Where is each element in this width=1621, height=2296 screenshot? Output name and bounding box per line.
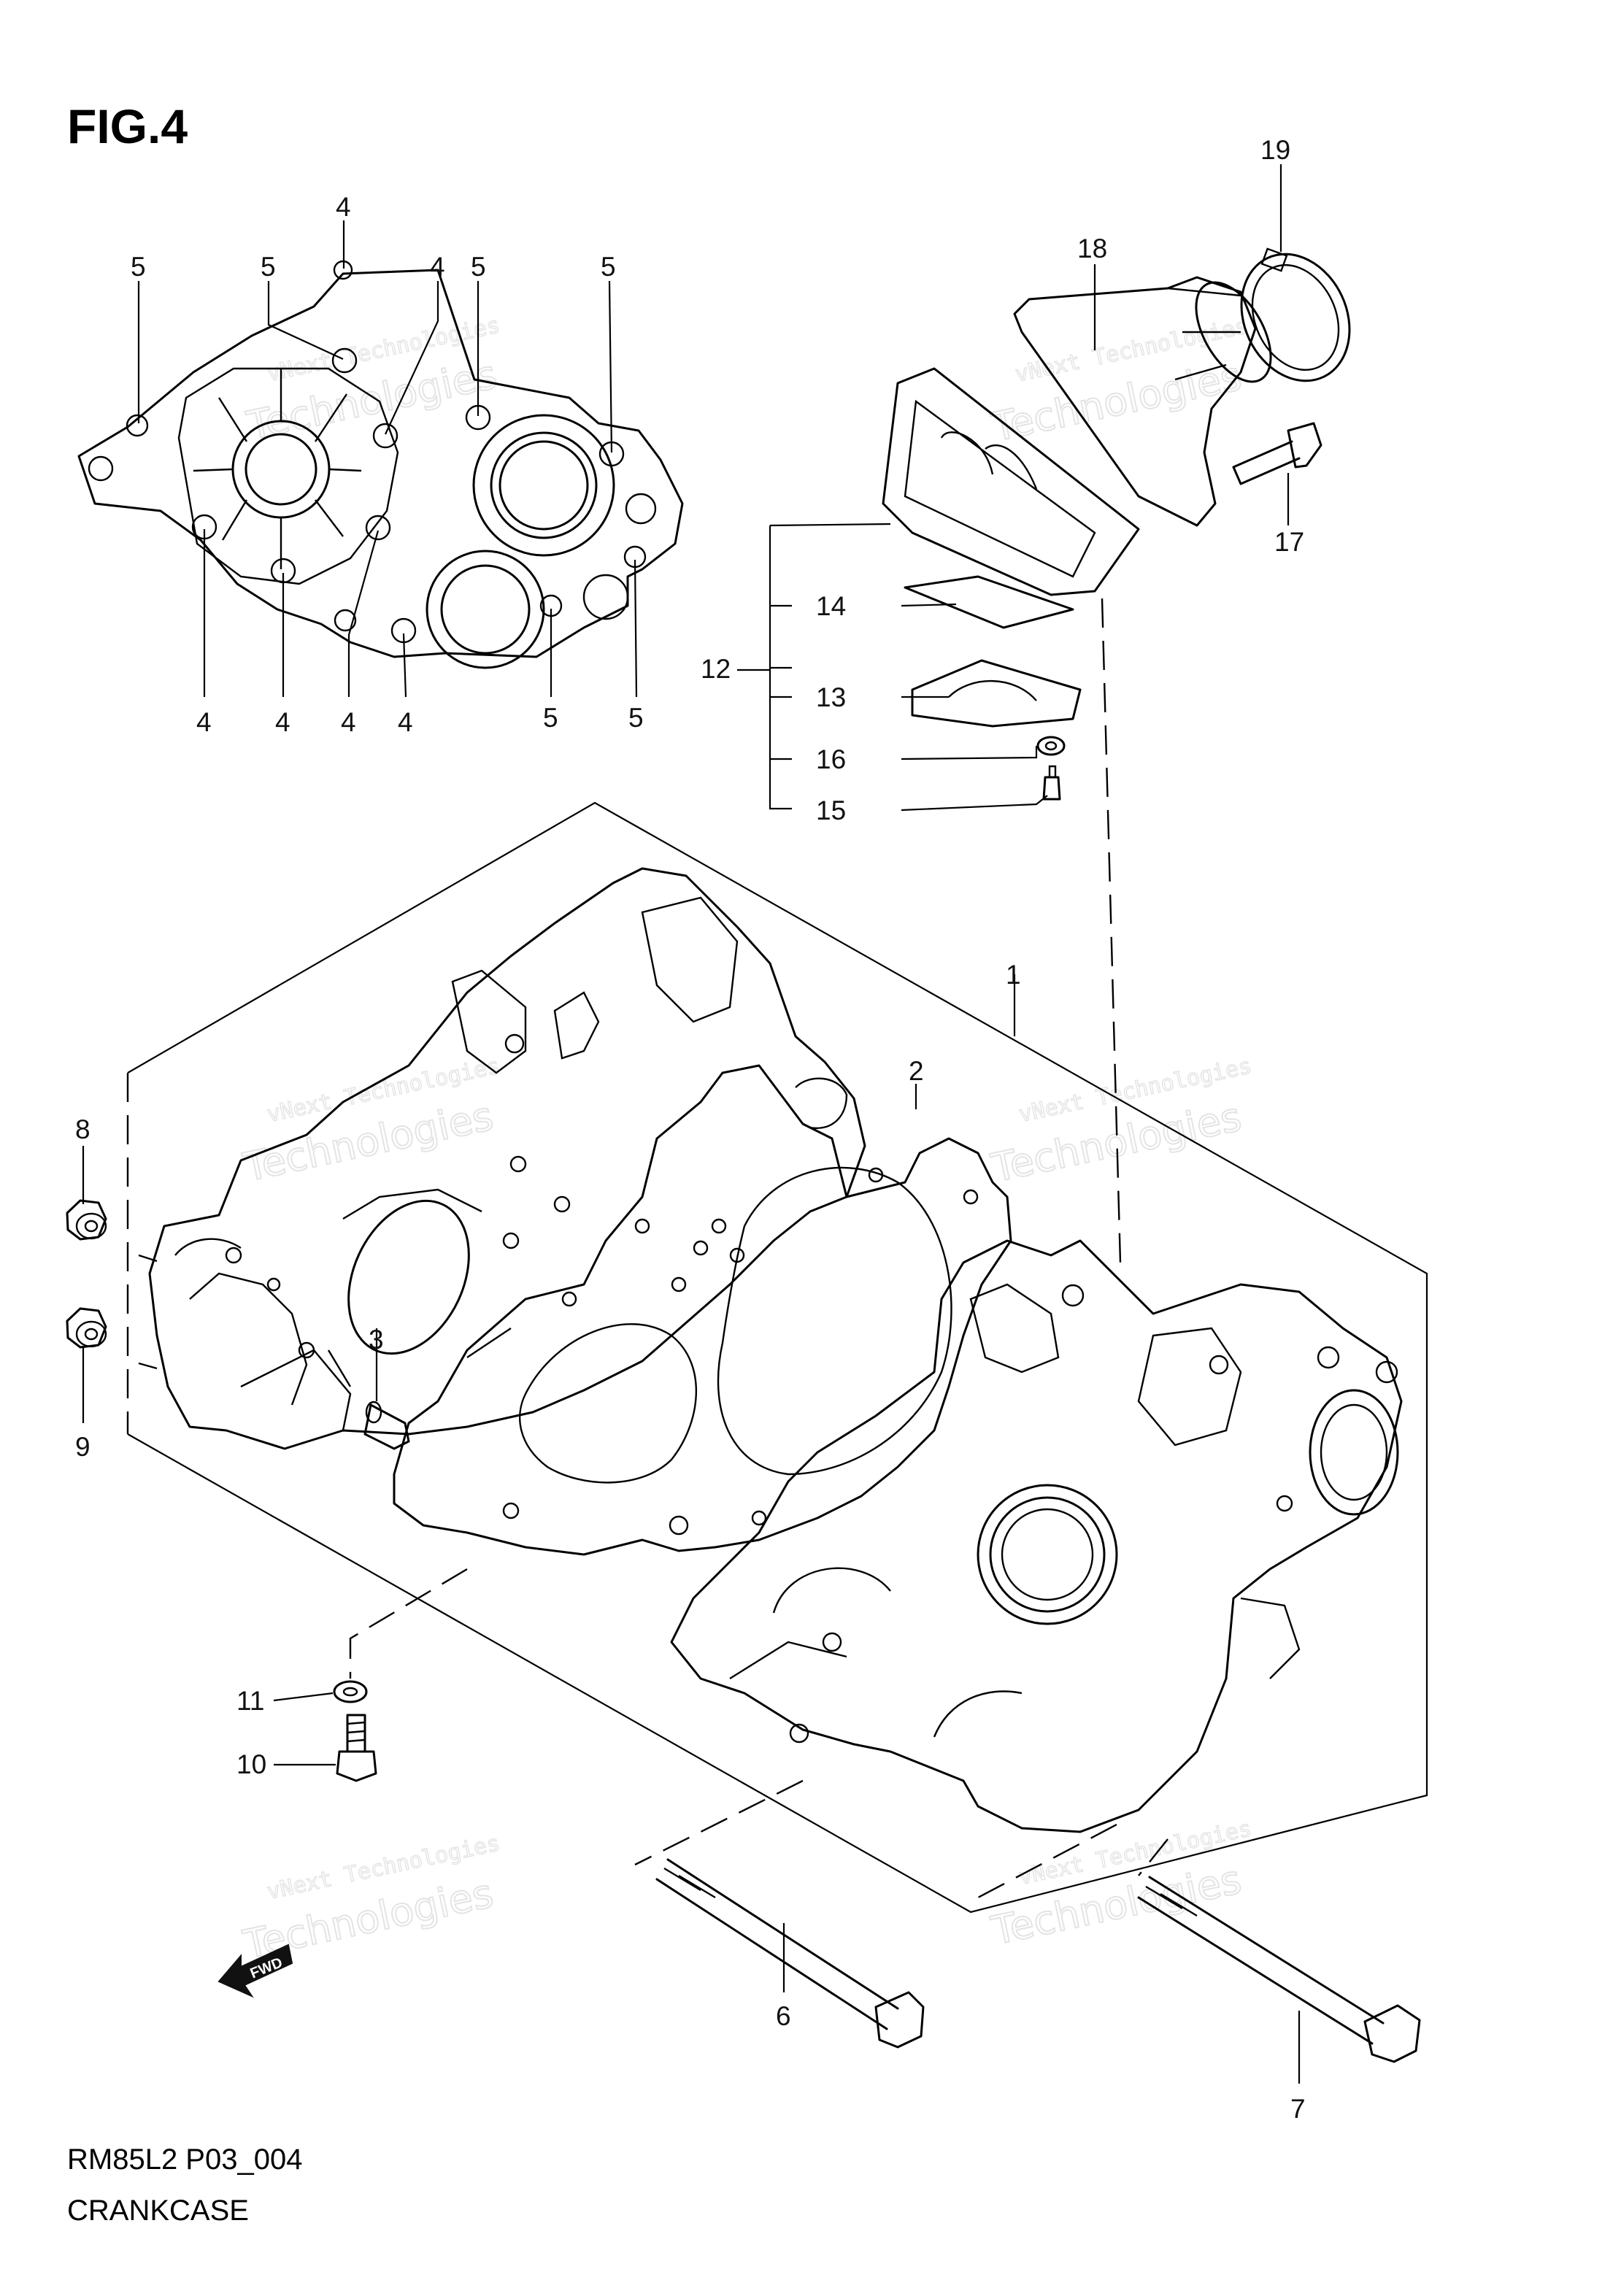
reed-valve-illustration xyxy=(882,247,1351,801)
leader-lines-lower xyxy=(82,1084,1301,2084)
callout-11: 11 xyxy=(236,1686,264,1716)
bolt-6 xyxy=(655,1858,925,2049)
callout-16: 16 xyxy=(816,744,846,774)
callout-15: 15 xyxy=(816,795,846,825)
callout-14: 14 xyxy=(816,591,846,621)
watermark: vNext Technologies Technologies vNext Te… xyxy=(239,312,1255,1969)
figure-title: FIG.4 xyxy=(67,99,188,153)
crankcase-right-half xyxy=(670,1239,1403,1833)
callout-4: 4 xyxy=(336,192,351,222)
crankcase-left-half xyxy=(148,867,866,1450)
callout-18: 18 xyxy=(1077,234,1107,263)
bolt-10 xyxy=(336,1714,377,1782)
leader-lines-top-left xyxy=(137,220,638,698)
callout-12: 12 xyxy=(701,654,731,684)
washer-11 xyxy=(333,1680,368,1703)
callout-19: 19 xyxy=(1260,135,1290,165)
callout-13: 13 xyxy=(816,682,846,712)
callout-4: 4 xyxy=(341,707,356,737)
callout-7: 7 xyxy=(1290,2094,1306,2124)
flange-nut-9 xyxy=(66,1307,107,1349)
diagram-code: RM85L2 P03_004 xyxy=(67,2143,302,2176)
diagram-name: CRANKCASE xyxy=(67,2195,249,2227)
callout-17: 17 xyxy=(1274,527,1304,557)
crankcase-gasket xyxy=(393,1064,1012,1556)
callout-6: 6 xyxy=(776,2001,791,2031)
callout-8: 8 xyxy=(75,1114,91,1144)
callout-9: 9 xyxy=(75,1432,91,1462)
callout-5: 5 xyxy=(261,252,276,282)
callout-5: 5 xyxy=(471,252,486,282)
flange-nut-8 xyxy=(66,1199,107,1241)
callout-10: 10 xyxy=(236,1749,266,1779)
callout-4: 4 xyxy=(430,252,445,282)
callout-3: 3 xyxy=(369,1325,384,1355)
callout-2: 2 xyxy=(909,1056,924,1086)
callout-1: 1 xyxy=(1006,960,1021,990)
callout-5: 5 xyxy=(601,252,616,282)
callout-5: 5 xyxy=(543,703,558,733)
bolt-7 xyxy=(1137,1876,1421,2063)
crankcase-cover-illustration xyxy=(77,260,684,669)
callout-5: 5 xyxy=(131,252,146,282)
callout-4: 4 xyxy=(196,707,212,737)
callout-4: 4 xyxy=(275,707,290,737)
callout-5: 5 xyxy=(628,703,644,733)
crankcase-assembly-frame xyxy=(126,801,1428,1914)
leader-lines-top-right xyxy=(737,164,1290,1263)
callout-4: 4 xyxy=(398,707,413,737)
